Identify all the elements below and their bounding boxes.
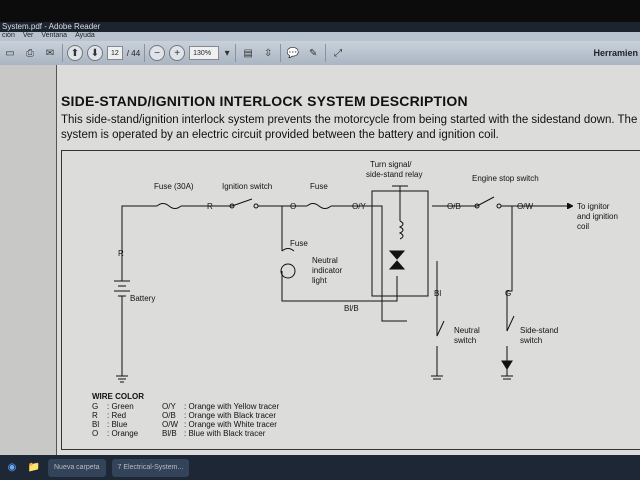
wc-code: G bbox=[92, 402, 98, 411]
menu-bar: ción Ver Ventana Ayuda bbox=[0, 32, 640, 41]
wc-code: O/Y bbox=[162, 402, 176, 411]
sign-icon[interactable]: ✎ bbox=[308, 47, 318, 59]
tools-pane-button[interactable]: Herramien bbox=[593, 48, 638, 58]
menu-edicion[interactable]: ción bbox=[2, 32, 15, 39]
taskbar-item-pdf[interactable]: 7 Electrical-System... bbox=[111, 458, 190, 477]
print-icon[interactable]: ⎙ bbox=[26, 47, 34, 59]
label-ignition-switch: Ignition switch bbox=[222, 182, 272, 191]
label-to-ignitor-3: coil bbox=[577, 222, 589, 231]
page-total: / 44 bbox=[126, 48, 141, 58]
wc-desc: : Orange with Black tracer bbox=[184, 411, 276, 420]
divider bbox=[235, 44, 237, 62]
label-ob: O/B bbox=[447, 202, 461, 211]
wc-desc: : Orange with White tracer bbox=[184, 420, 277, 429]
taskbar: ◉ 📁 Nueva carpeta 7 Electrical-System... bbox=[0, 455, 640, 480]
label-neutral-switch-2: switch bbox=[454, 336, 476, 345]
divider bbox=[280, 44, 282, 62]
label-r1: R bbox=[118, 249, 124, 258]
document-page: SIDE-STAND/IGNITION INTERLOCK SYSTEM DES… bbox=[56, 65, 640, 455]
label-oy: O/Y bbox=[352, 202, 366, 211]
label-sidestand-switch-2: switch bbox=[520, 336, 542, 345]
zoom-in-icon[interactable]: + bbox=[169, 45, 186, 61]
label-blb: Bl/B bbox=[344, 304, 359, 313]
explorer-icon[interactable]: 📁 bbox=[27, 462, 41, 473]
wc-code: Bl/B bbox=[162, 429, 177, 438]
start-icon[interactable]: ◉ bbox=[7, 462, 17, 473]
zoom-select[interactable]: 130% bbox=[189, 46, 220, 60]
comment-icon[interactable]: 💬 bbox=[286, 47, 300, 59]
zoom-out-icon[interactable]: − bbox=[149, 45, 166, 61]
page-number-input[interactable]: 12 bbox=[107, 46, 123, 60]
label-neutral-switch-1: Neutral bbox=[454, 326, 480, 335]
label-battery: Battery bbox=[130, 294, 155, 303]
wc-desc: : Orange with Yellow tracer bbox=[184, 402, 279, 411]
label-neutral-light-2: indicator bbox=[312, 266, 343, 275]
navigation-pane bbox=[0, 65, 56, 455]
label-fuse: Fuse bbox=[310, 182, 328, 191]
menu-ayuda[interactable]: Ayuda bbox=[75, 32, 95, 39]
wc-code: Bl bbox=[92, 420, 99, 429]
menu-ver[interactable]: Ver bbox=[22, 32, 34, 39]
description-paragraph: This side-stand/ignition interlock syste… bbox=[61, 114, 638, 141]
label-fuse-2: Fuse bbox=[290, 239, 308, 248]
label-relay-1: Turn signal/ bbox=[370, 160, 412, 169]
page-heading: SIDE-STAND/IGNITION INTERLOCK SYSTEM DES… bbox=[61, 93, 468, 109]
label-r2: R bbox=[207, 202, 213, 211]
wc-code: R bbox=[92, 411, 98, 420]
label-to-ignitor-2: and ignition bbox=[577, 212, 618, 221]
chevron-down-icon[interactable]: ▾ bbox=[224, 47, 230, 59]
taskbar-item-folder[interactable]: Nueva carpeta bbox=[48, 458, 106, 477]
toolbar: ▭ ⎙ ✉ ⬆ ⬇ 12 / 44 − + 130% ▾ ▤ ⇳ 💬 ✎ ⤢ H… bbox=[0, 41, 640, 65]
prev-page-icon[interactable]: ⬆ bbox=[67, 45, 83, 61]
divider bbox=[62, 44, 63, 62]
menu-ventana[interactable]: Ventana bbox=[41, 32, 68, 39]
window-title: System.pdf - Adobe Reader bbox=[0, 22, 640, 32]
wc-desc: : Orange bbox=[107, 429, 139, 438]
label-neutral-light-3: light bbox=[312, 276, 327, 285]
label-sidestand-switch-1: Side-stand bbox=[520, 326, 558, 335]
label-ow: O/W bbox=[517, 202, 533, 211]
next-page-icon[interactable]: ⬇ bbox=[87, 45, 103, 61]
divider bbox=[325, 44, 327, 62]
wc-desc: : Blue bbox=[107, 420, 128, 429]
wc-code: O/B bbox=[162, 411, 176, 420]
divider bbox=[144, 44, 146, 62]
fullscreen-icon[interactable]: ⤢ bbox=[334, 47, 343, 59]
label-bl: Bl bbox=[434, 289, 441, 298]
wc-desc: : Blue with Black tracer bbox=[184, 429, 266, 438]
label-engine-stop: Engine stop switch bbox=[472, 174, 539, 183]
fit-page-icon[interactable]: ▤ bbox=[243, 47, 253, 59]
wc-desc: : Green bbox=[107, 402, 134, 411]
wc-desc: : Red bbox=[107, 411, 126, 420]
wire-color-title: WIRE COLOR bbox=[92, 392, 144, 401]
wc-code: O/W bbox=[162, 420, 178, 429]
label-o: O bbox=[290, 202, 296, 211]
label-neutral-light-1: Neutral bbox=[312, 256, 338, 265]
email-icon[interactable]: ✉ bbox=[45, 47, 55, 59]
label-fuse-30a: Fuse (30A) bbox=[154, 182, 194, 191]
fit-width-icon[interactable]: ⇳ bbox=[263, 47, 273, 59]
label-g: G bbox=[505, 289, 511, 298]
label-relay-2: side-stand relay bbox=[366, 170, 422, 179]
wiring-diagram: Fuse (30A) Ignition switch Fuse Turn sig… bbox=[61, 150, 640, 450]
label-to-ignitor-1: To ignitor bbox=[577, 202, 610, 211]
wc-code: O bbox=[92, 429, 98, 438]
save-icon[interactable]: ▭ bbox=[5, 47, 15, 59]
